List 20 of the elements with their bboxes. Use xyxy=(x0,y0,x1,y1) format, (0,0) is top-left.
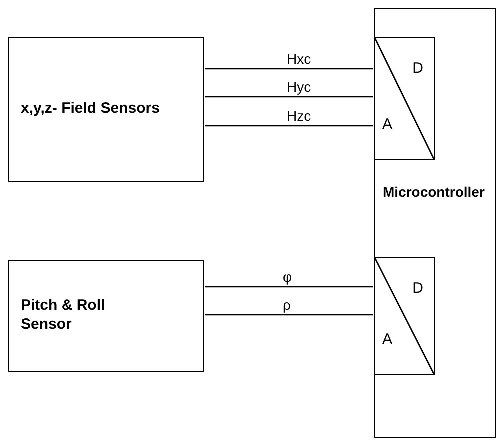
connector-line xyxy=(205,286,373,288)
sensor-box xyxy=(8,37,204,182)
edge-label: ρ xyxy=(283,298,291,312)
connector-line xyxy=(205,125,373,127)
connector-line xyxy=(205,96,373,98)
connector-line xyxy=(205,314,373,316)
converter-label: A xyxy=(382,330,393,350)
controller-box xyxy=(374,8,496,438)
edge-label: φ xyxy=(283,270,292,284)
converter-label: A xyxy=(382,115,393,135)
edge-label: Hyc xyxy=(287,80,312,94)
edge-label: Hzc xyxy=(287,109,312,123)
node-title: Pitch & Roll Sensor xyxy=(21,297,106,335)
converter-label: D xyxy=(412,278,424,298)
connector-line xyxy=(205,68,373,70)
sensor-box xyxy=(8,260,204,372)
node-title: x,y,z- Field Sensors xyxy=(21,100,161,119)
node-title: Microcontroller xyxy=(383,183,485,202)
converter-label: D xyxy=(412,58,424,78)
edge-label: Hxc xyxy=(287,52,312,66)
